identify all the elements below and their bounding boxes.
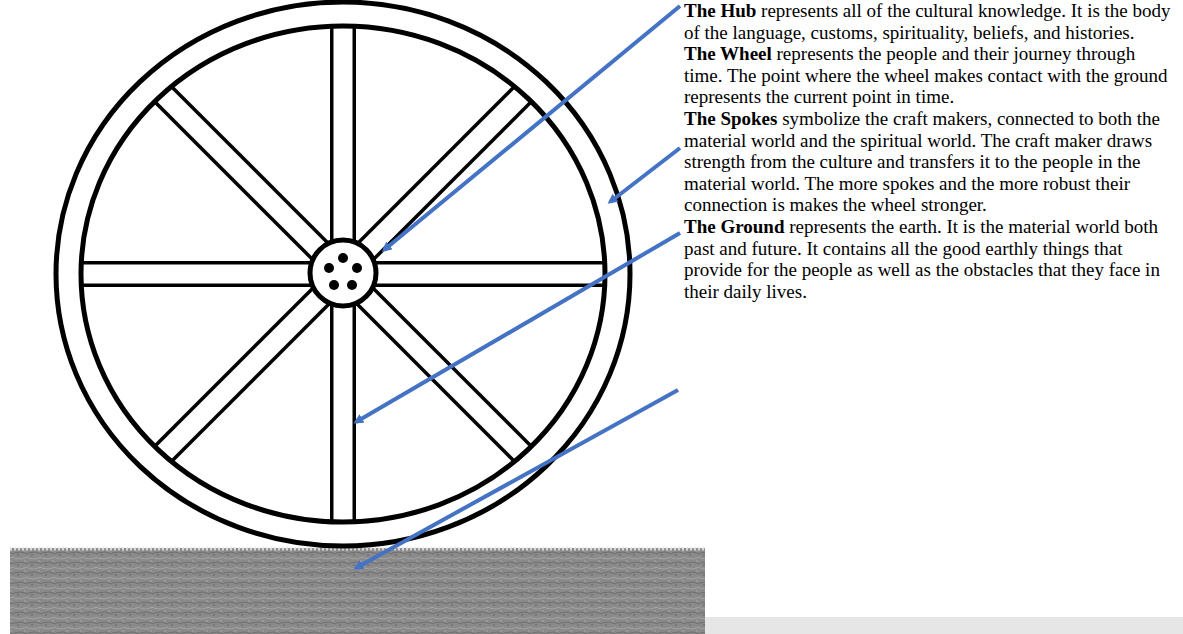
legend-paragraph: The Spokessymbolize the craft makers, co… xyxy=(684,108,1178,216)
wheel-inner-rim xyxy=(81,26,605,522)
part-description: represents all of the cultural knowledge… xyxy=(684,0,1171,43)
legend-paragraph: The Wheelrepresents the people and their… xyxy=(684,43,1178,108)
wheel-hub xyxy=(310,240,376,306)
spokes xyxy=(40,0,650,560)
legend-paragraph: The Groundrepresents the earth. It is th… xyxy=(684,216,1178,302)
part-term: The Ground xyxy=(684,216,785,237)
text-column: The Hubrepresents all of the cultural kn… xyxy=(684,0,1178,302)
legend-paragraph: The Hubrepresents all of the cultural kn… xyxy=(684,0,1178,43)
part-term: The Wheel xyxy=(684,43,772,64)
leader-arrows xyxy=(356,6,680,568)
bottom-bar xyxy=(705,617,1183,634)
part-term: The Hub xyxy=(684,0,756,21)
part-term: The Spokes xyxy=(684,108,777,129)
ground-strip xyxy=(10,548,705,634)
hub-bolts xyxy=(324,253,362,290)
